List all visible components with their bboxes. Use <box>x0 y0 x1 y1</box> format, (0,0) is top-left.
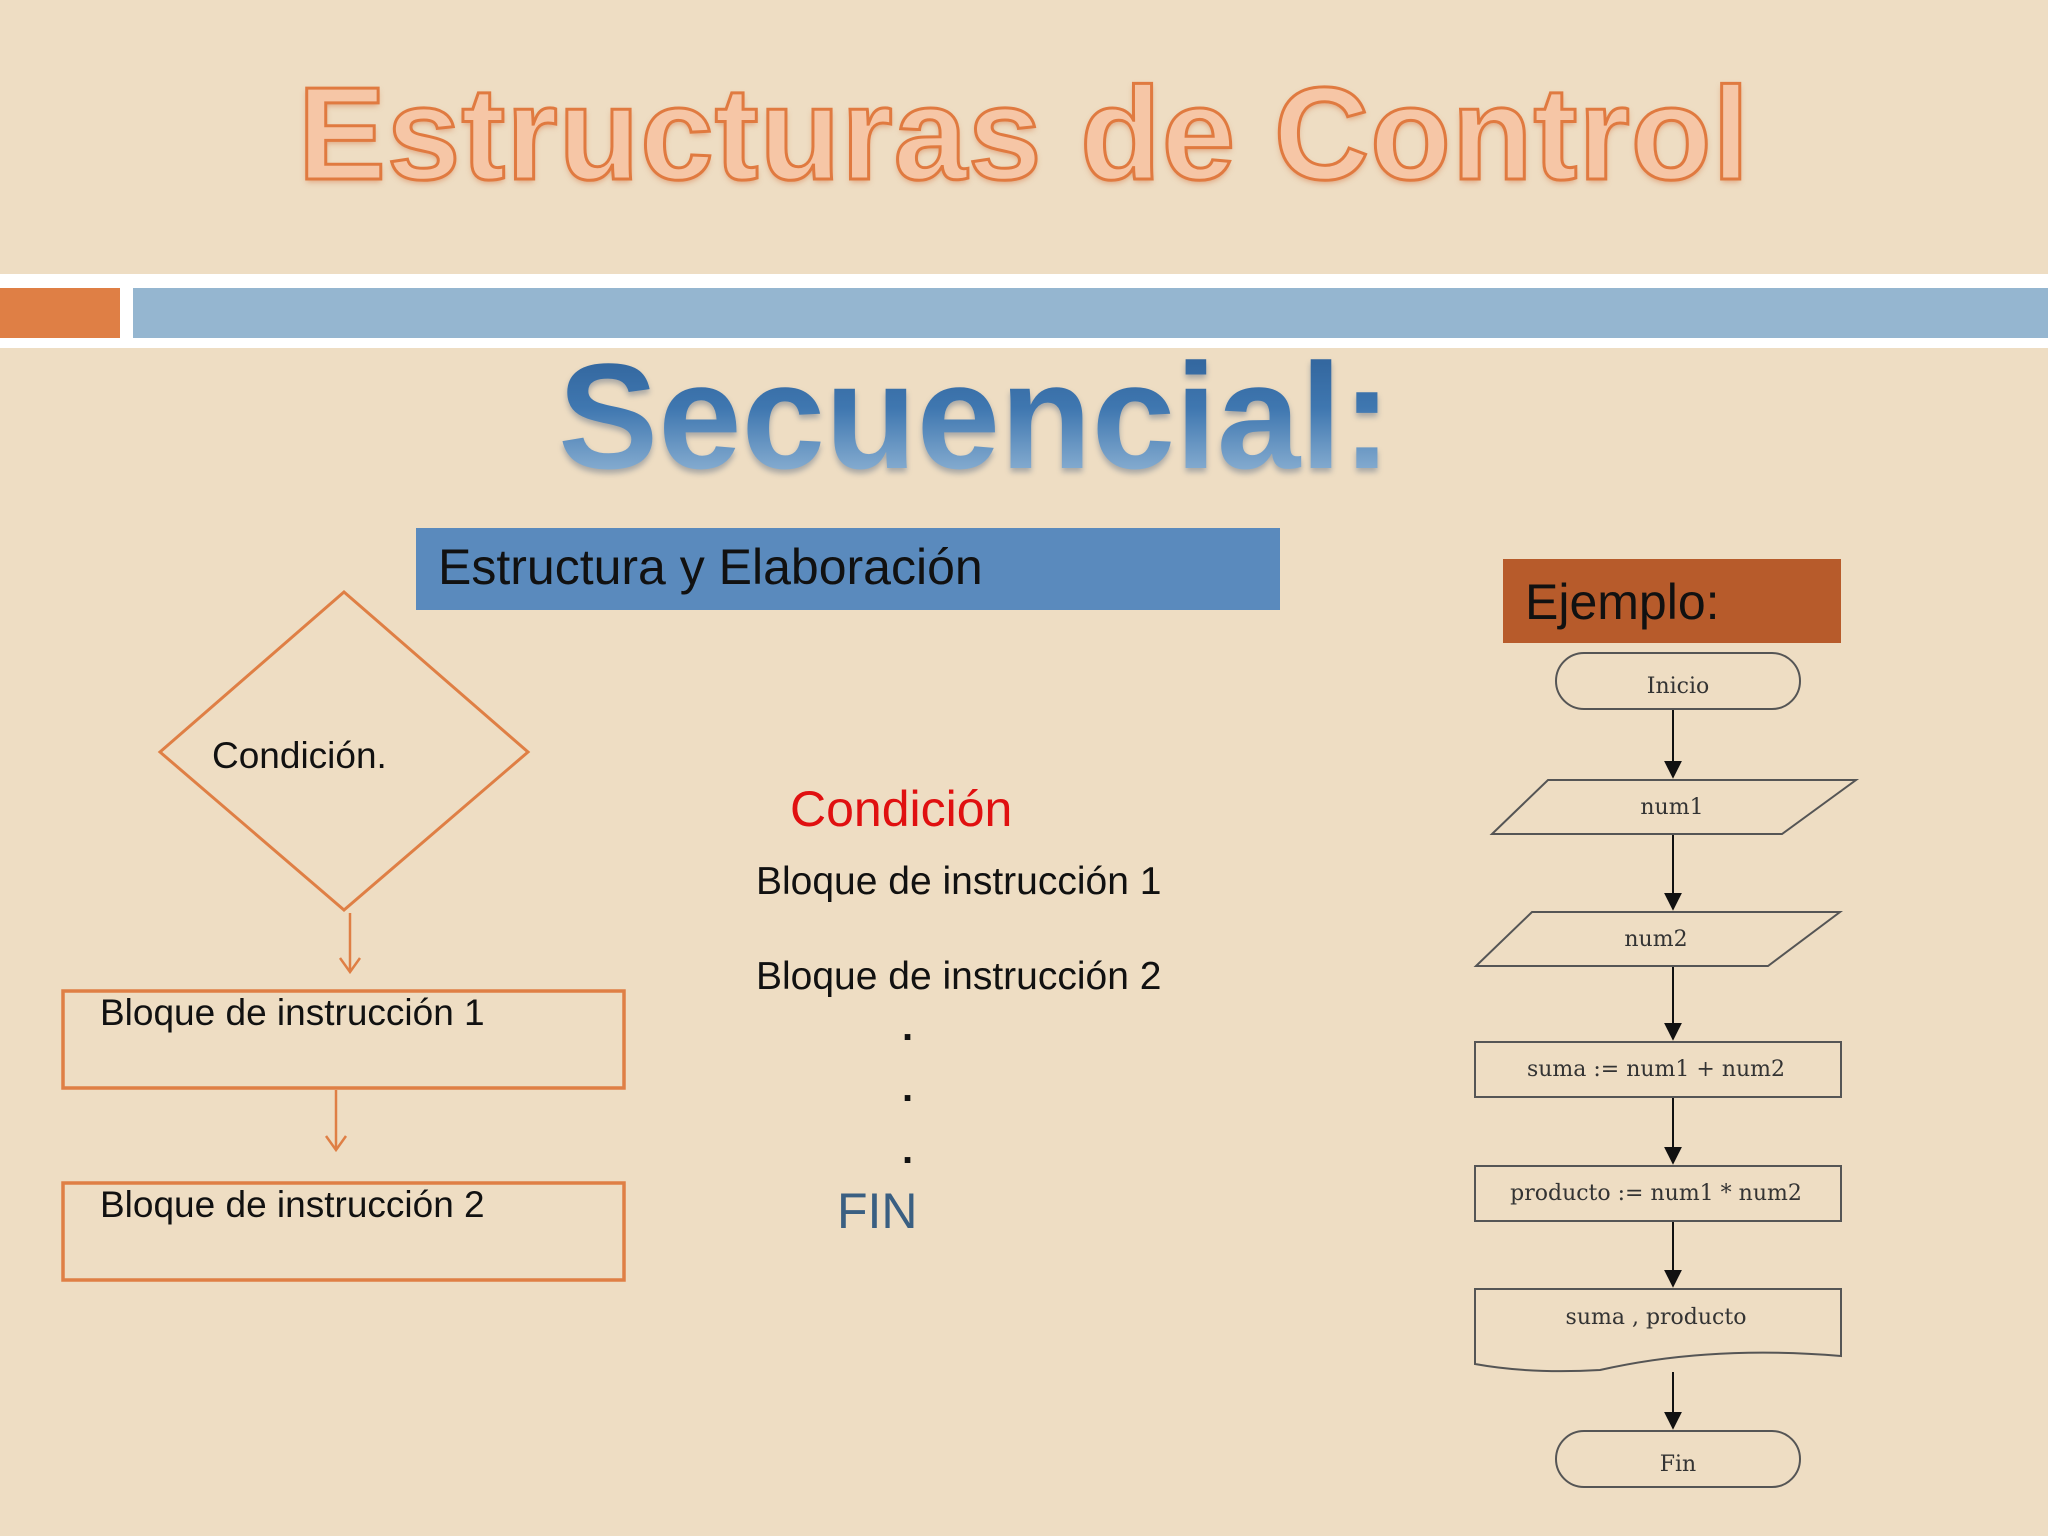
end-terminal-label: Fin <box>1660 1452 1696 1477</box>
pseudocode-dot: . <box>902 1128 914 1172</box>
block2-rectangle <box>61 1181 626 1282</box>
arrow-block1-to-block2 <box>324 1090 348 1153</box>
pseudocode-end: FIN <box>837 1183 918 1239</box>
arrow-diamond-to-block1 <box>338 913 362 975</box>
subtitle: Secuencial: <box>0 330 1950 503</box>
block1-label: Bloque de instrucción 1 <box>100 992 485 1033</box>
input2-parallelogram <box>1473 911 1843 967</box>
output-document-shape <box>1474 1288 1842 1373</box>
ejemplo-header-label: Ejemplo: <box>1525 574 1720 630</box>
end-terminal <box>1555 1430 1801 1488</box>
pseudocode-line2: Bloque de instrucción 2 <box>756 955 1162 998</box>
block2-label: Bloque de instrucción 2 <box>100 1184 485 1225</box>
condition-diamond <box>157 590 531 912</box>
pseudocode-condition: Condición <box>790 781 1013 837</box>
input2-label: num2 <box>1624 927 1687 952</box>
start-terminal-label: Inicio <box>1647 674 1710 699</box>
header-band-blue-bar <box>133 288 2048 338</box>
process1-label: suma := num1 + num2 <box>1527 1057 1785 1082</box>
block1-rectangle <box>61 989 626 1090</box>
header-band-orange-accent <box>0 288 120 338</box>
process2-label: producto := num1 * num2 <box>1510 1181 1802 1206</box>
estructura-header-box: Estructura y Elaboración <box>416 528 1280 610</box>
pseudocode-line1: Bloque de instrucción 1 <box>756 860 1162 903</box>
condition-diamond-label: Condición. <box>212 735 387 776</box>
input1-label: num1 <box>1640 795 1703 820</box>
ejemplo-header-box: Ejemplo: <box>1503 559 1841 643</box>
output-label: suma , producto <box>1566 1305 1747 1330</box>
start-terminal <box>1555 652 1801 710</box>
example-flowchart: Inicio num1 num2 suma := num1 + num2 pro… <box>1473 652 1860 1488</box>
estructura-header-label: Estructura y Elaboración <box>438 539 983 595</box>
process1-rectangle <box>1474 1041 1842 1098</box>
main-title: Estructuras de Control <box>296 59 1751 209</box>
input1-parallelogram <box>1489 779 1860 835</box>
pseudocode-dot: . <box>902 1005 914 1049</box>
pseudocode-dot: . <box>902 1066 914 1110</box>
process2-rectangle <box>1474 1165 1842 1222</box>
